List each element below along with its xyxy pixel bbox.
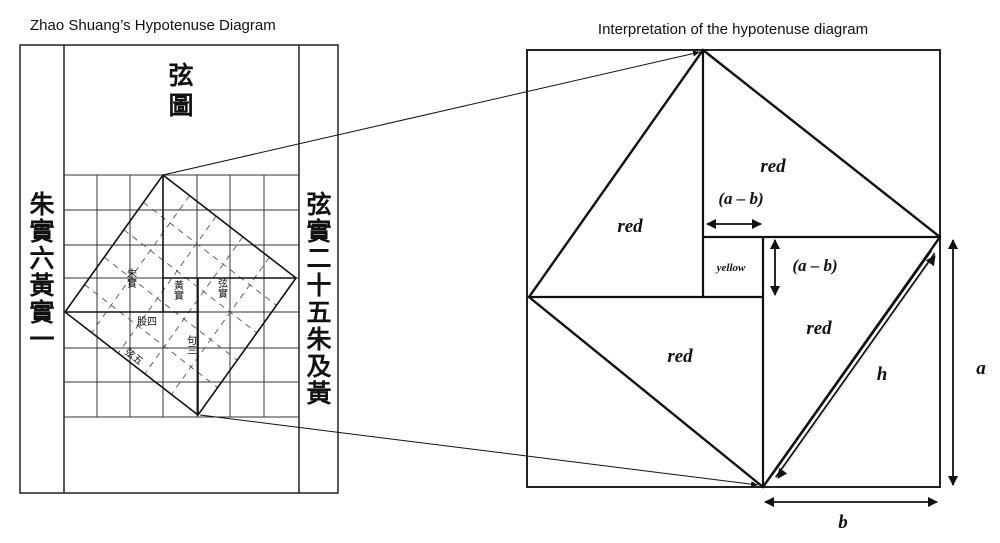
label-leg-short: 句三: [185, 334, 197, 355]
cjk-char: 弦: [168, 61, 193, 90]
scroll-frame: [19, 44, 339, 494]
cjk-char: 六: [29, 244, 54, 273]
label-hyp: 弦五: [122, 345, 146, 368]
left-panel-title: Zhao Shuang’s Hypotenuse Diagram: [30, 17, 276, 34]
cjk-char: 黃: [29, 271, 54, 300]
hypotenuse-arrow: [771, 250, 936, 479]
cjk-char: 一: [29, 325, 54, 354]
label-red-bottom: red: [667, 346, 693, 367]
cjk-char: 黃: [306, 379, 331, 408]
inner-labels: 朱實 黃實 弦實 股四 句三 弦五: [122, 268, 227, 368]
label-red-left: red: [617, 216, 643, 237]
label-leg-long: 股四: [137, 316, 157, 328]
cjk-char: 圖: [168, 91, 193, 120]
label-red-top: red: [760, 156, 786, 177]
inner-triangle-lines: [65, 175, 296, 415]
cjk-char: 實: [29, 298, 54, 327]
connector-bottom: [199, 414, 759, 488]
cjk-char: 實: [306, 217, 331, 246]
label-diff-vertical: (a – b): [792, 256, 837, 275]
cjk-char: 朱: [306, 325, 332, 354]
right-panel-title: Interpretation of the hypotenuse diagram: [598, 21, 868, 38]
connector-top: [162, 50, 701, 176]
label-yellow-area: 黃實: [172, 279, 184, 301]
cjk-char: 十: [306, 271, 331, 300]
label-red-right: red: [806, 318, 832, 339]
cjk-char: 朱: [29, 190, 55, 219]
right-panel: Interpretation of the hypotenuse diagram…: [526, 21, 986, 533]
heading-hypotenuse-diagram: 弦圖: [168, 61, 193, 120]
label-hyp-area: 弦實: [216, 277, 228, 299]
cjk-char: 及: [306, 352, 331, 381]
label-diff-horizontal: (a – b): [718, 189, 763, 208]
cjk-char: 二: [306, 244, 331, 273]
cjk-char: 五: [306, 298, 331, 327]
label-side-a: a: [976, 358, 986, 379]
label-side-b: b: [838, 512, 848, 533]
label-yellow: yellow: [715, 262, 746, 274]
label-hypotenuse: h: [877, 364, 888, 385]
inner-lines: [529, 50, 940, 487]
left-panel: Zhao Shuang’s Hypotenuse Diagram 弦圖 朱實六黃…: [19, 17, 339, 494]
cjk-char: 實: [29, 217, 54, 246]
outer-square: [526, 49, 941, 488]
label-red-area: 朱實: [125, 268, 137, 289]
cjk-char: 弦: [306, 190, 331, 219]
